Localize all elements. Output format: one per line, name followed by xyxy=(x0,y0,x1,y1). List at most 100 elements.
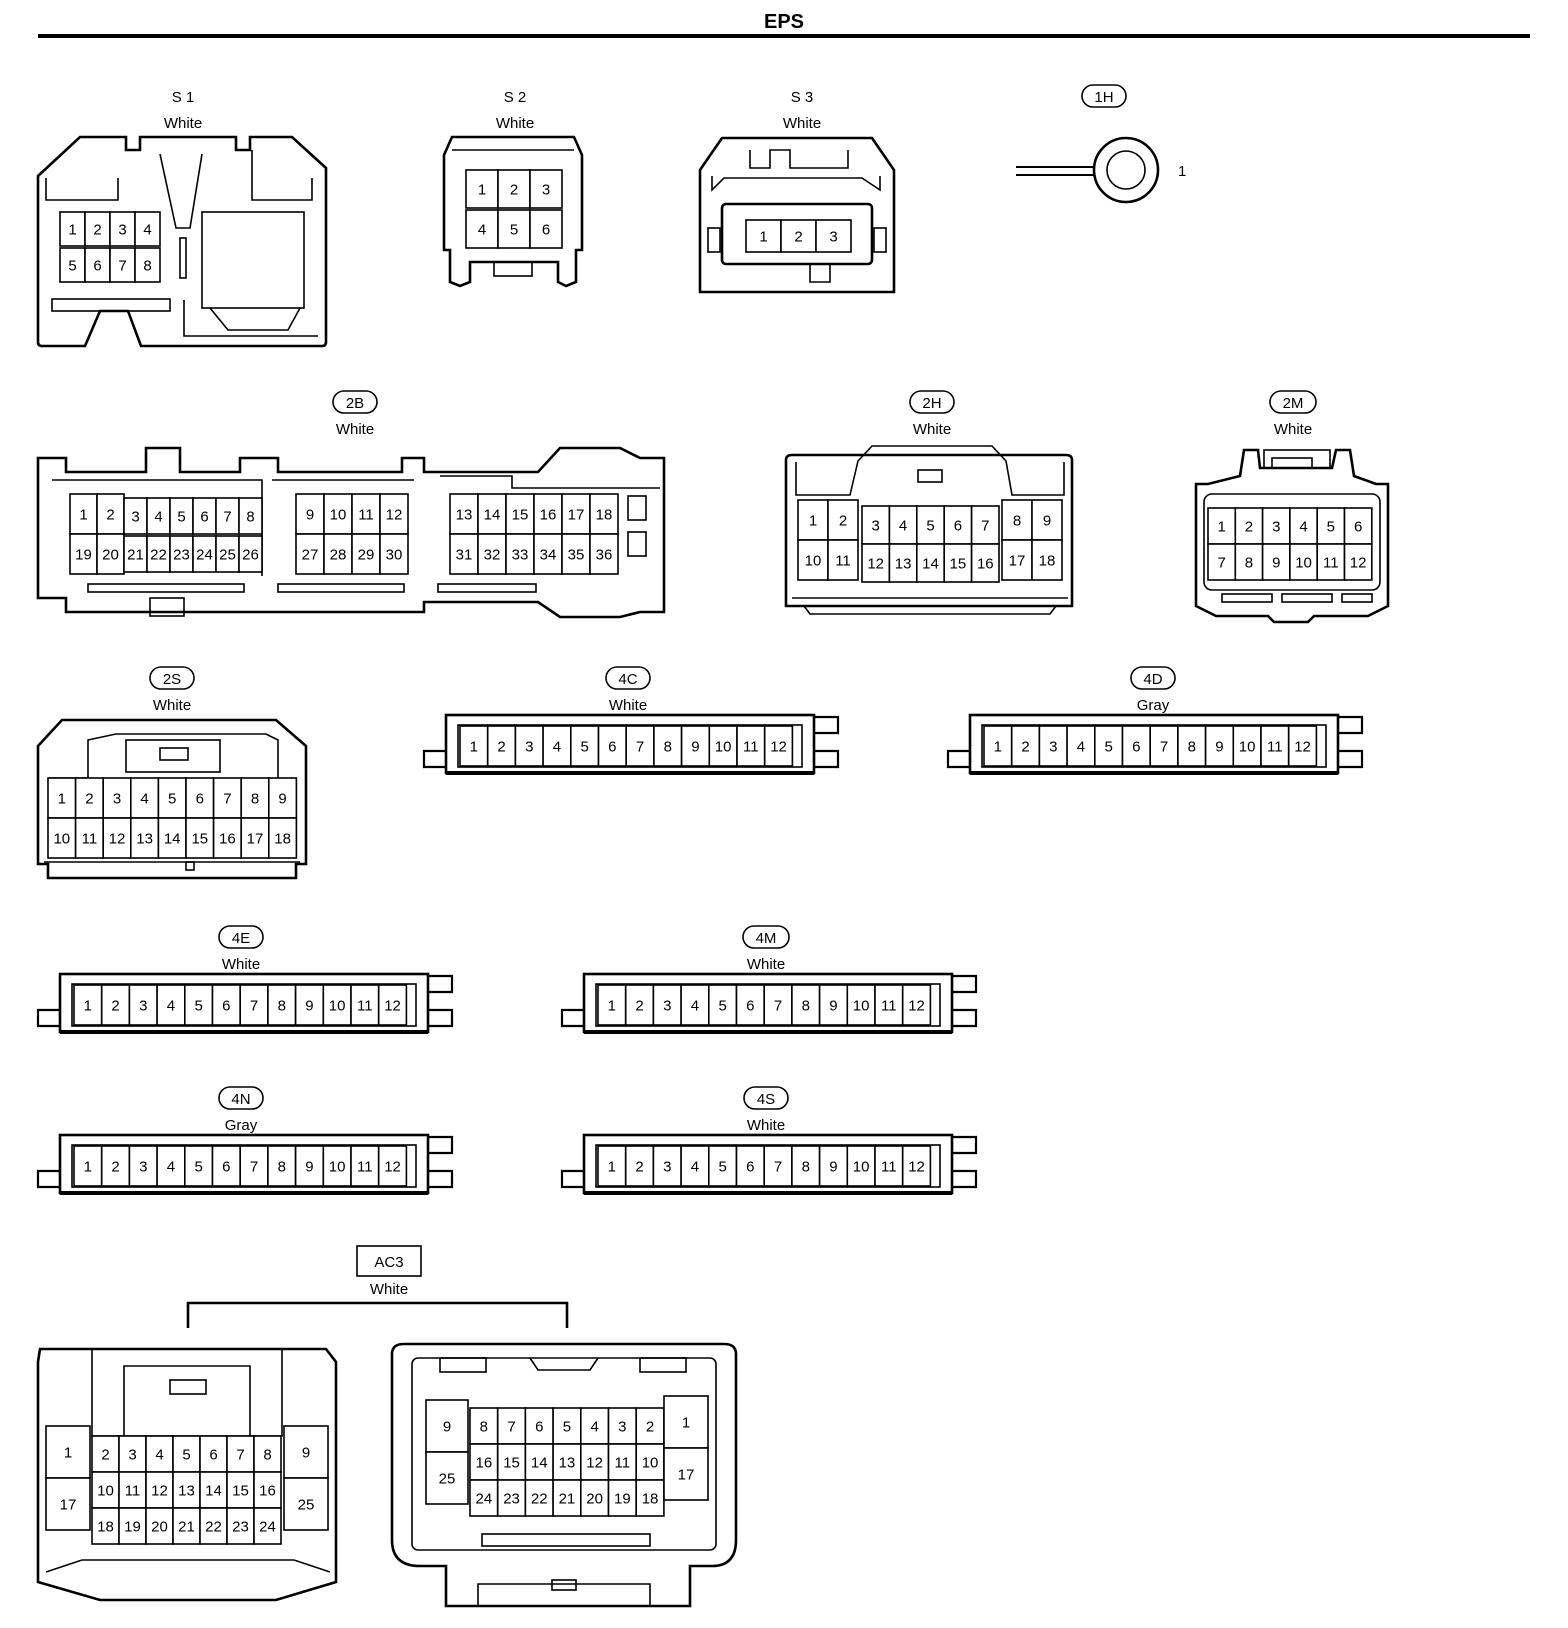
pin-ac3-9: 9 xyxy=(283,1425,329,1479)
svg-text:3: 3 xyxy=(139,998,147,1015)
svg-text:12: 12 xyxy=(151,1483,168,1500)
pin-4c-11: 11 xyxy=(736,725,766,767)
pin-4e-6: 6 xyxy=(211,984,242,1026)
svg-text:2: 2 xyxy=(111,1159,119,1176)
connector-color: Gray xyxy=(1137,697,1170,714)
pin-4d-4: 4 xyxy=(1066,725,1096,767)
pin-ac3-5: 5 xyxy=(552,1407,582,1445)
svg-text:12: 12 xyxy=(770,739,787,756)
svg-text:4: 4 xyxy=(691,1159,699,1176)
pin-2b-26: 26 xyxy=(238,535,263,573)
svg-text:6: 6 xyxy=(222,1159,230,1176)
pin-ac3-8: 8 xyxy=(469,1407,499,1445)
svg-text:16: 16 xyxy=(219,831,236,848)
svg-text:9: 9 xyxy=(1215,739,1223,756)
pin-4c-12: 12 xyxy=(763,725,794,767)
svg-text:11: 11 xyxy=(743,739,759,756)
svg-text:10: 10 xyxy=(805,553,822,570)
pin-ac3-20: 20 xyxy=(145,1507,174,1545)
svg-text:3: 3 xyxy=(113,791,121,808)
pin-ac3-17: 17 xyxy=(45,1477,91,1531)
connector-code-badge xyxy=(1269,390,1317,414)
svg-text:8: 8 xyxy=(263,1447,271,1464)
pin-2m-1: 1 xyxy=(1207,507,1237,545)
svg-text:10: 10 xyxy=(1239,739,1256,756)
housing-2h xyxy=(784,445,1074,615)
pin-s2-6: 6 xyxy=(529,209,563,249)
pin-4e-10: 10 xyxy=(322,984,352,1026)
svg-text:26: 26 xyxy=(242,547,259,564)
connector-code: AC3 xyxy=(374,1254,403,1271)
pin-4m-7: 7 xyxy=(763,984,793,1026)
svg-text:8: 8 xyxy=(246,509,254,526)
svg-text:6: 6 xyxy=(93,258,101,275)
diagram-title: EPS xyxy=(764,11,804,33)
pin-s1-1: 1 xyxy=(59,211,86,247)
pin-ac3-25: 25 xyxy=(283,1477,329,1531)
svg-text:1: 1 xyxy=(64,1445,72,1462)
svg-text:19: 19 xyxy=(124,1519,141,1536)
svg-text:12: 12 xyxy=(384,1159,401,1176)
pin-4n-9: 9 xyxy=(294,1145,325,1187)
svg-text:22: 22 xyxy=(531,1491,548,1508)
svg-text:1: 1 xyxy=(68,222,76,239)
svg-text:4: 4 xyxy=(143,222,151,239)
pin-4s-10: 10 xyxy=(846,1145,876,1187)
connector-color: White xyxy=(153,697,191,714)
svg-text:22: 22 xyxy=(205,1519,222,1536)
pin-2b-23: 23 xyxy=(169,535,194,573)
pin-4e-8: 8 xyxy=(267,984,297,1026)
pin-4m-8: 8 xyxy=(791,984,821,1026)
pin-ac3-14: 14 xyxy=(199,1471,228,1509)
svg-text:28: 28 xyxy=(330,547,347,564)
label-2h: 2H White xyxy=(909,390,955,438)
svg-text:12: 12 xyxy=(908,1159,925,1176)
svg-text:6: 6 xyxy=(608,739,616,756)
pin-ac3-18: 18 xyxy=(91,1507,120,1545)
svg-text:1: 1 xyxy=(84,998,92,1015)
pin-2h-12: 12 xyxy=(861,543,891,583)
svg-text:6: 6 xyxy=(222,998,230,1015)
connector-color: White xyxy=(496,115,534,132)
pin-ac3-23: 23 xyxy=(496,1479,527,1517)
pin-2h-15: 15 xyxy=(943,543,973,583)
pin-2h-1: 1 xyxy=(797,499,829,541)
svg-text:5: 5 xyxy=(182,1447,190,1464)
svg-text:21: 21 xyxy=(178,1519,195,1536)
connector-code: S 3 xyxy=(791,89,814,106)
pin-4m-4: 4 xyxy=(680,984,710,1026)
pin-ac3-10: 10 xyxy=(91,1471,120,1509)
connector-code: 4N xyxy=(231,1091,250,1108)
pin-s2-1: 1 xyxy=(465,169,499,209)
svg-text:8: 8 xyxy=(1013,513,1021,530)
svg-text:4: 4 xyxy=(1077,739,1085,756)
svg-text:5: 5 xyxy=(68,258,76,275)
svg-text:4: 4 xyxy=(140,791,148,808)
pin-2m-4: 4 xyxy=(1289,507,1319,545)
pin-ac3-12: 12 xyxy=(145,1471,174,1509)
connector-color: White xyxy=(747,956,785,973)
pin-ac3-5: 5 xyxy=(172,1435,201,1473)
svg-text:25: 25 xyxy=(439,1471,456,1488)
connector-code: 1H xyxy=(1094,89,1113,106)
svg-text:31: 31 xyxy=(456,547,473,564)
housing-2b xyxy=(36,446,666,619)
pin-ac3-2: 2 xyxy=(91,1435,120,1473)
svg-text:23: 23 xyxy=(173,547,190,564)
pin-ac3-7: 7 xyxy=(496,1407,527,1445)
svg-text:6: 6 xyxy=(954,518,962,535)
connector-code-box xyxy=(356,1245,422,1277)
pin-s2-3: 3 xyxy=(529,169,563,209)
pin-4n-2: 2 xyxy=(100,1145,131,1187)
pin-ac3-23: 23 xyxy=(226,1507,255,1545)
connector-code-badge xyxy=(743,1086,789,1110)
pin-ac3-21: 21 xyxy=(172,1507,201,1545)
pin-2h-11: 11 xyxy=(827,539,859,581)
pin-4c-2: 2 xyxy=(486,725,517,767)
pin-4c-1: 1 xyxy=(459,725,489,767)
pin-2b-14: 14 xyxy=(477,493,507,535)
svg-text:6: 6 xyxy=(1132,739,1140,756)
connector-code-badge xyxy=(1130,666,1176,690)
svg-text:10: 10 xyxy=(715,739,732,756)
